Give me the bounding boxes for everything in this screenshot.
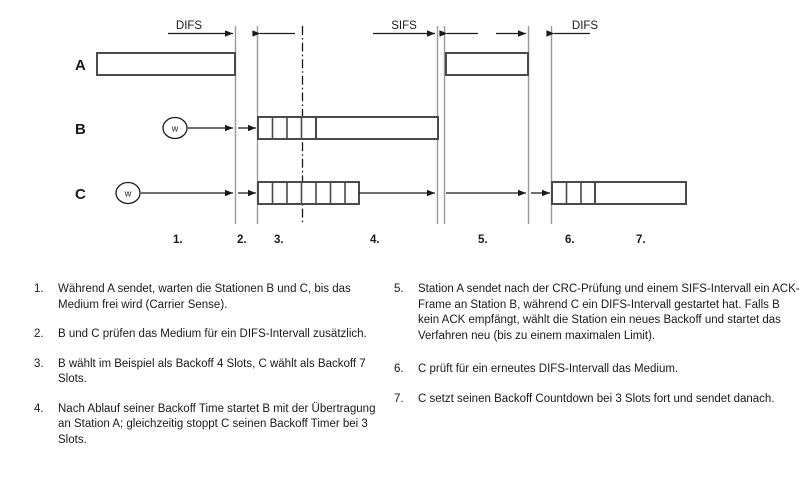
legend-item: 5. Station A sendet nach der CRC-Prüfung… <box>394 282 800 344</box>
c-backoff-slots-resume <box>551 181 596 205</box>
legend-item-number: 7. <box>394 392 404 405</box>
phase-marker-6: 6. <box>565 234 575 246</box>
legend-item: 3. B wählt im Beispiel als Backoff 4 Slo… <box>34 357 390 388</box>
phase-marker-1: 1. <box>173 234 183 246</box>
legend-item-text: C prüft für ein erneutes DIFS-Intervall … <box>418 363 679 375</box>
legend-item-text: Nach Ablauf seiner Backoff Time startet … <box>58 402 376 446</box>
timing-diagram: DIFS SIFS DIFS A B w <box>75 20 687 246</box>
difs-interval-1: DIFS <box>168 20 233 37</box>
legend-item-number: 3. <box>34 357 44 370</box>
legend-item-text: Station A sendet nach der CRC-Prüfung un… <box>418 283 800 342</box>
c-wait-marker-label: w <box>124 189 132 199</box>
row-label-a: A <box>75 57 86 74</box>
legend-item-text: Während A sendet, warten die Stationen B… <box>58 283 351 311</box>
legend-item: 6. C prüft für ein erneutes DIFS-Interva… <box>394 362 800 378</box>
legend-item-text: B wählt im Beispiel als Backoff 4 Slots,… <box>58 357 366 386</box>
legend-item: 2. B und C prüfen das Medium für ein DIF… <box>34 327 390 343</box>
b-wait-marker-label: w <box>171 124 179 134</box>
legend-item-number: 2. <box>34 328 44 340</box>
row-label-b: B <box>75 121 86 138</box>
sifs-interval: SIFS <box>373 20 435 37</box>
phase-marker-3: 3. <box>274 234 284 246</box>
a-data-frame <box>96 52 236 76</box>
phase-marker-5: 5. <box>478 234 488 246</box>
legend-column-right: 5. Station A sendet nach der CRC-Prüfung… <box>390 268 800 502</box>
legend-item-number: 6. <box>394 363 404 375</box>
row-label-c: C <box>75 186 86 203</box>
legend-item-text: B und C prüfen das Medium für ein DIFS-I… <box>58 328 367 340</box>
legend-item-text: C setzt seinen Backoff Countdown bei 3 S… <box>418 392 775 405</box>
legend-item: 7. C setzt seinen Backoff Countdown bei … <box>394 392 800 408</box>
legend: 1. Während A sendet, warten die Statione… <box>0 268 800 502</box>
legend-item-number: 5. <box>394 283 404 295</box>
phase-marker-4: 4. <box>370 234 380 246</box>
sifs-label: SIFS <box>391 20 417 32</box>
legend-item: 4. Nach Ablauf seiner Backoff Time start… <box>34 402 390 449</box>
c-backoff-slots <box>257 181 360 205</box>
legend-column-left: 1. Während A sendet, warten die Statione… <box>0 268 390 502</box>
phase-markers: 1. 2. 3. 4. 5. 6. 7. <box>173 234 646 246</box>
a-ack-frame <box>445 52 529 76</box>
phase-marker-2: 2. <box>237 234 247 246</box>
legend-item-number: 4. <box>34 402 44 415</box>
difs-label-2: DIFS <box>572 20 599 32</box>
difs-interval-2: DIFS <box>546 20 599 37</box>
phase-marker-7: 7. <box>636 234 646 246</box>
legend-item: 1. Während A sendet, warten die Statione… <box>34 282 390 313</box>
c-data-frame <box>594 181 687 205</box>
c-wait-marker: w <box>115 181 141 205</box>
b-data-frame <box>315 116 439 140</box>
timing-diagram-canvas: DIFS SIFS DIFS A B w <box>75 20 687 246</box>
b-backoff-slots <box>257 116 317 140</box>
legend-item-number: 1. <box>34 283 44 295</box>
b-wait-marker: w <box>162 116 188 140</box>
difs-label-1: DIFS <box>176 20 203 32</box>
